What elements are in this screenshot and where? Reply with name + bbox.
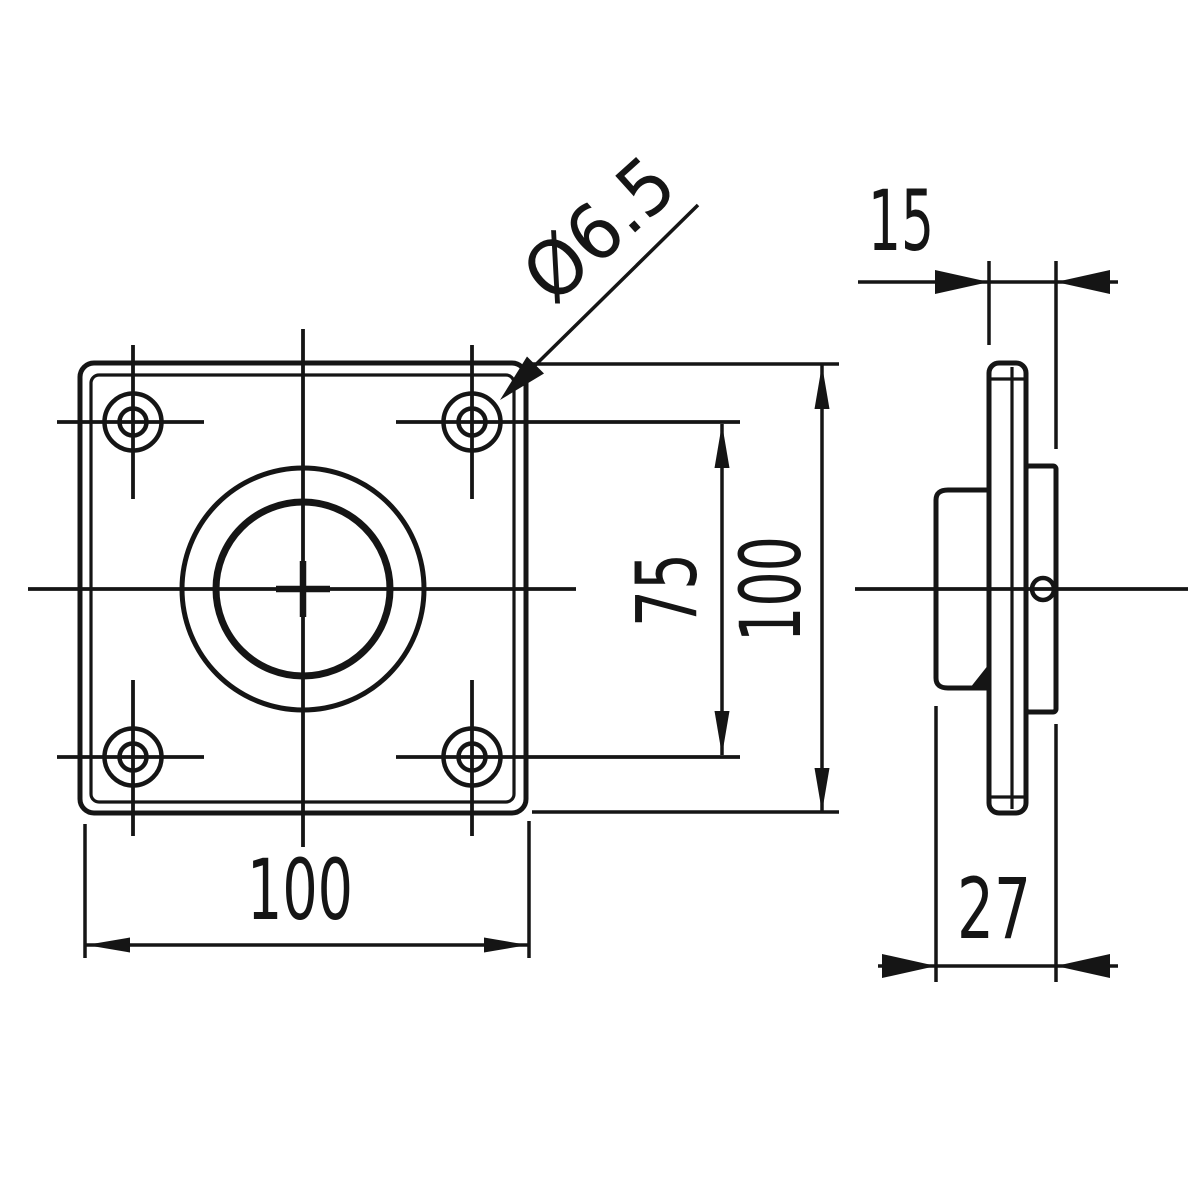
mounting-hole-bottom-right	[396, 680, 740, 836]
arrowhead-left-icon	[1056, 954, 1110, 978]
arrowhead-up-icon	[714, 424, 730, 468]
front-view: 75 100 100 Ø6.5	[28, 138, 839, 958]
dim-plate-width-label: 100	[247, 841, 353, 939]
leader-arrowhead-icon	[500, 356, 544, 400]
center-bore	[179, 465, 427, 713]
arrowhead-left-icon	[86, 937, 130, 953]
hole-centerlines	[57, 345, 204, 499]
leader-hole-diameter: Ø6.5	[500, 138, 700, 400]
center-crosshair	[276, 561, 330, 617]
dim-flange-depth-label: 15	[868, 172, 934, 270]
dim-flange-depth: 15	[858, 172, 1118, 449]
dim-hole-spacing-label: 75	[618, 553, 716, 627]
dim-total-depth-label: 27	[957, 860, 1031, 958]
arrowhead-right-icon	[484, 937, 528, 953]
arrowhead-down-icon	[814, 768, 830, 812]
arrowhead-down-icon	[714, 711, 730, 755]
arrowhead-up-icon	[814, 365, 830, 409]
boss-fillet-shade	[970, 664, 989, 688]
arrowhead-right-icon	[935, 270, 989, 294]
dim-plate-height: 100	[532, 362, 839, 814]
side-view: 15 27	[855, 172, 1188, 982]
hole-centerlines	[57, 680, 204, 836]
dim-hole-diameter-label: Ø6.5	[505, 138, 692, 319]
dim-plate-width: 100	[83, 821, 531, 958]
mounting-hole-top-right	[396, 345, 740, 499]
dim-plate-height-label: 100	[722, 536, 820, 642]
extension-lines	[934, 706, 1058, 982]
dim-hole-spacing: 75	[618, 424, 730, 755]
bore-inner-circle	[212, 498, 394, 680]
mounting-hole-bottom-left	[57, 680, 204, 836]
dim-total-depth: 27	[878, 706, 1118, 982]
extension-lines	[532, 362, 839, 814]
boss-outer-circle	[179, 465, 427, 713]
leader-line	[506, 203, 700, 394]
extension-lines	[83, 821, 531, 958]
extension-lines	[987, 261, 1058, 449]
hole-centerlines	[396, 680, 740, 836]
arrowhead-right-icon	[882, 954, 936, 978]
mounting-hole-top-left	[57, 345, 204, 499]
arrowhead-left-icon	[1056, 270, 1110, 294]
hole-centerlines	[396, 345, 740, 499]
